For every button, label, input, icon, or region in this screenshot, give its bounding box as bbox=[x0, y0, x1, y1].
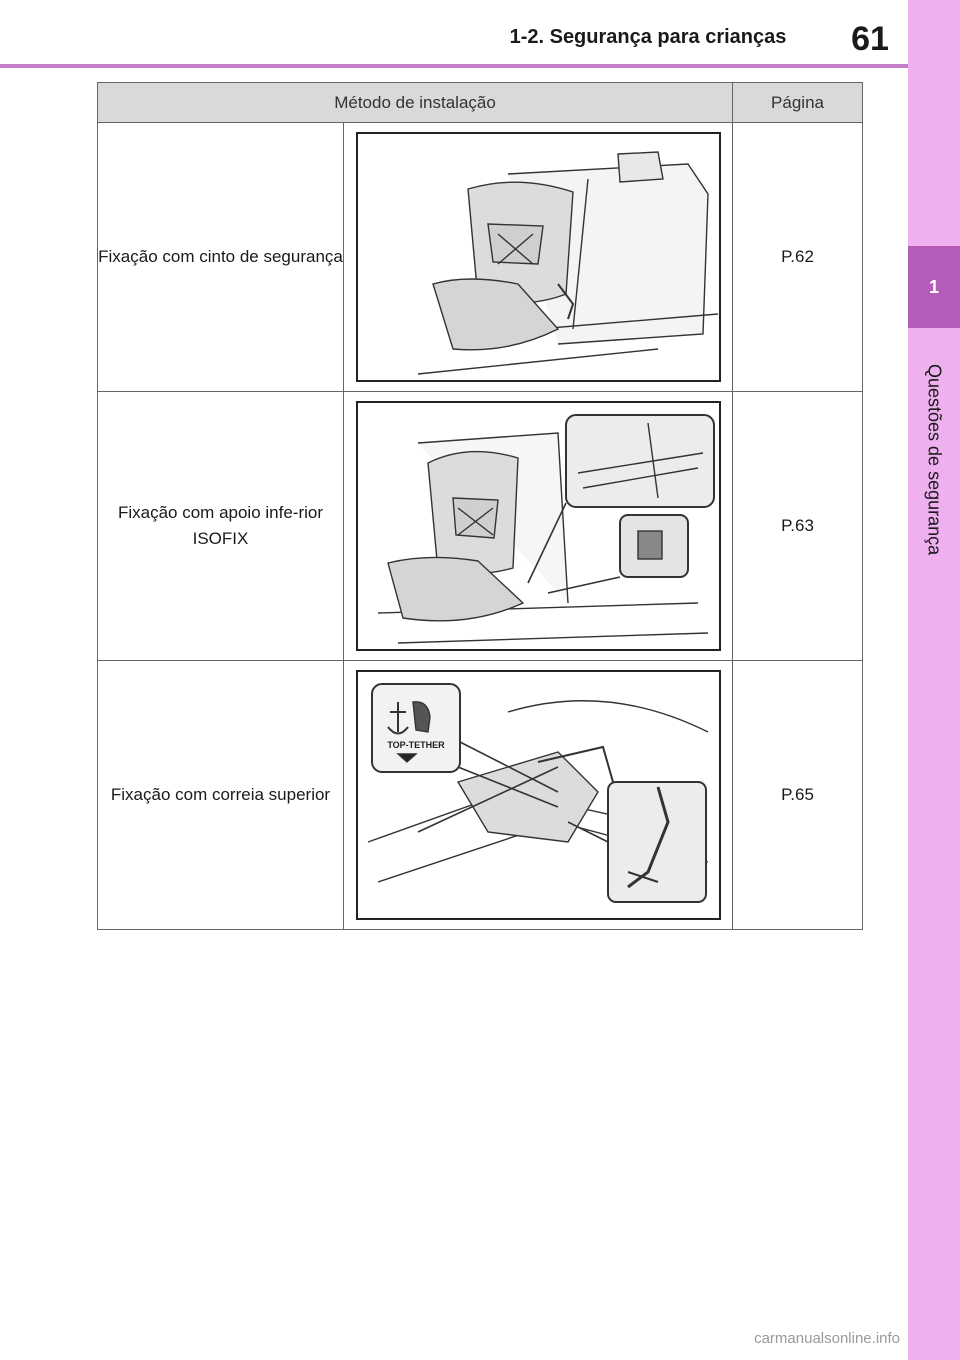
method-text: Fixação com correia superior bbox=[110, 785, 331, 804]
method-text: Fixação com cinto de segurança bbox=[98, 247, 343, 266]
chapter-title-wrap: Questões de segurança bbox=[908, 340, 960, 580]
chapter-title: Questões de segurança bbox=[924, 364, 945, 556]
page-cell: P.63 bbox=[732, 391, 864, 661]
table-header-row: Método de instalação Página bbox=[96, 82, 864, 123]
method-text: Fixação com apoio infe-rior ISOFIX bbox=[117, 503, 324, 548]
header-page: Página bbox=[732, 82, 864, 123]
seat-belt-installation-illustration bbox=[355, 132, 721, 382]
isofix-installation-illustration bbox=[355, 401, 721, 651]
page-cell: P.62 bbox=[732, 122, 864, 392]
method-cell: Fixação com correia superior bbox=[97, 660, 344, 930]
illustration-cell bbox=[342, 391, 734, 661]
page-reference: P.62 bbox=[781, 247, 814, 266]
top-tether-label: TOP-TETHER bbox=[387, 740, 445, 750]
illustration-cell: TOP-TETHER bbox=[342, 660, 734, 930]
page-reference: P.65 bbox=[781, 785, 814, 804]
chapter-side-tab bbox=[908, 0, 960, 1360]
header-rule bbox=[0, 64, 908, 68]
top-tether-installation-illustration: TOP-TETHER bbox=[355, 670, 721, 920]
table-row: Fixação com correia superior bbox=[97, 660, 864, 930]
table-row: Fixação com cinto de segurança bbox=[97, 122, 864, 392]
section-title: 1-2. Segurança para crianças bbox=[509, 26, 787, 48]
installation-method-table: Método de instalação Página Fixação com … bbox=[96, 82, 864, 930]
page-number: 61 bbox=[851, 20, 889, 58]
method-cell: Fixação com cinto de segurança bbox=[97, 122, 344, 392]
table-row: Fixação com apoio infe-rior ISOFIX bbox=[97, 391, 864, 661]
chapter-number-box: 1 bbox=[908, 246, 960, 328]
page-cell: P.65 bbox=[732, 660, 864, 930]
chapter-number: 1 bbox=[928, 276, 939, 297]
page-reference: P.63 bbox=[781, 516, 814, 535]
header-method: Método de instalação bbox=[96, 82, 734, 123]
watermark: carmanualsonline.info bbox=[754, 1330, 900, 1347]
method-cell: Fixação com apoio infe-rior ISOFIX bbox=[97, 391, 344, 661]
illustration-cell bbox=[342, 122, 734, 392]
